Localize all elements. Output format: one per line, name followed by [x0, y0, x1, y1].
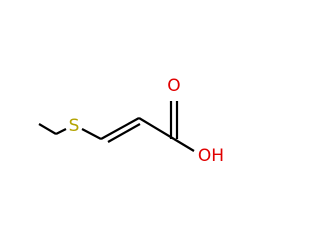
- atom-sulfur: S: [69, 116, 80, 136]
- molecule-structure: S O OH: [38, 76, 224, 166]
- bond-s-c3: [81, 128, 102, 140]
- bond-c3-c2-inner: [107, 123, 141, 143]
- atom-hydroxyl-oxygen: OH: [198, 146, 224, 166]
- bond-methyl-s: [38, 123, 57, 135]
- atom-carbonyl-oxygen: O: [167, 76, 180, 96]
- bond-c3-c2: [100, 117, 140, 140]
- bond-c2-c1: [138, 117, 175, 140]
- structure-canvas: S O OH: [38, 76, 224, 166]
- bond-c1-oh: [173, 138, 195, 152]
- bond-methyl-s: [55, 128, 67, 135]
